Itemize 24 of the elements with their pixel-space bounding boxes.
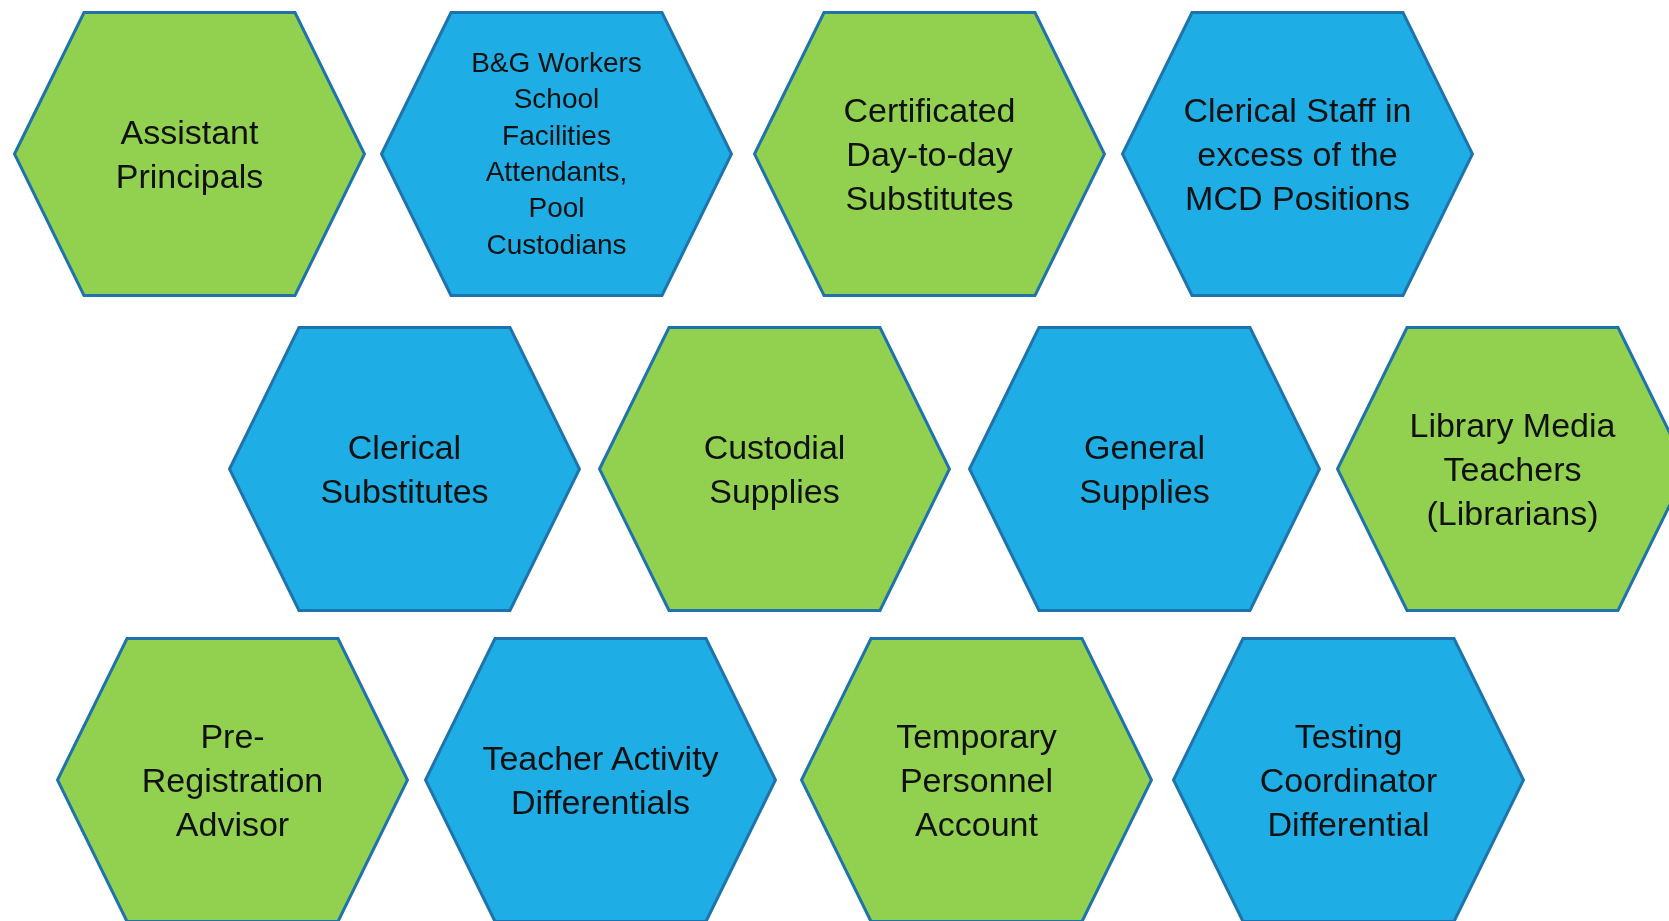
hexagon-label: Custodial Supplies: [702, 426, 847, 512]
hexagon-label: Teacher Activity Differentials: [481, 737, 720, 823]
hexagon: [1121, 11, 1474, 297]
hexagon-label: Certificated Day-to-day Substitutes: [842, 89, 1017, 220]
hexagon: [13, 11, 366, 297]
hexagon-label: Assistant Principals: [114, 111, 265, 197]
hexagon: [753, 11, 1106, 297]
hexagon: [380, 11, 733, 297]
hexagon: [1336, 326, 1669, 612]
hexagon-label: Library Media Teachers (Librarians): [1408, 404, 1617, 535]
hexagon-label: General Supplies: [1078, 426, 1211, 512]
hexagon: [228, 326, 581, 612]
hexagon: [424, 637, 777, 921]
hexagon-label: Temporary Personnel Account: [895, 715, 1058, 846]
hexagon-label: Pre-Registration Advisor: [140, 715, 325, 846]
hexagon: [1172, 637, 1525, 921]
hexagon: [56, 637, 409, 921]
hexagon: [800, 637, 1153, 921]
hexagon-label: Clerical Substitutes: [319, 426, 490, 512]
hexagon: [968, 326, 1321, 612]
hexagon-label: Testing Coordinator Differential: [1258, 715, 1439, 846]
hexagon-label: B&G Workers School Facilities Attendants, Pool Custodians: [470, 45, 643, 262]
hexagon: [598, 326, 951, 612]
hexagon-label: Clerical Staff in excess of the MCD Positions: [1182, 89, 1413, 220]
